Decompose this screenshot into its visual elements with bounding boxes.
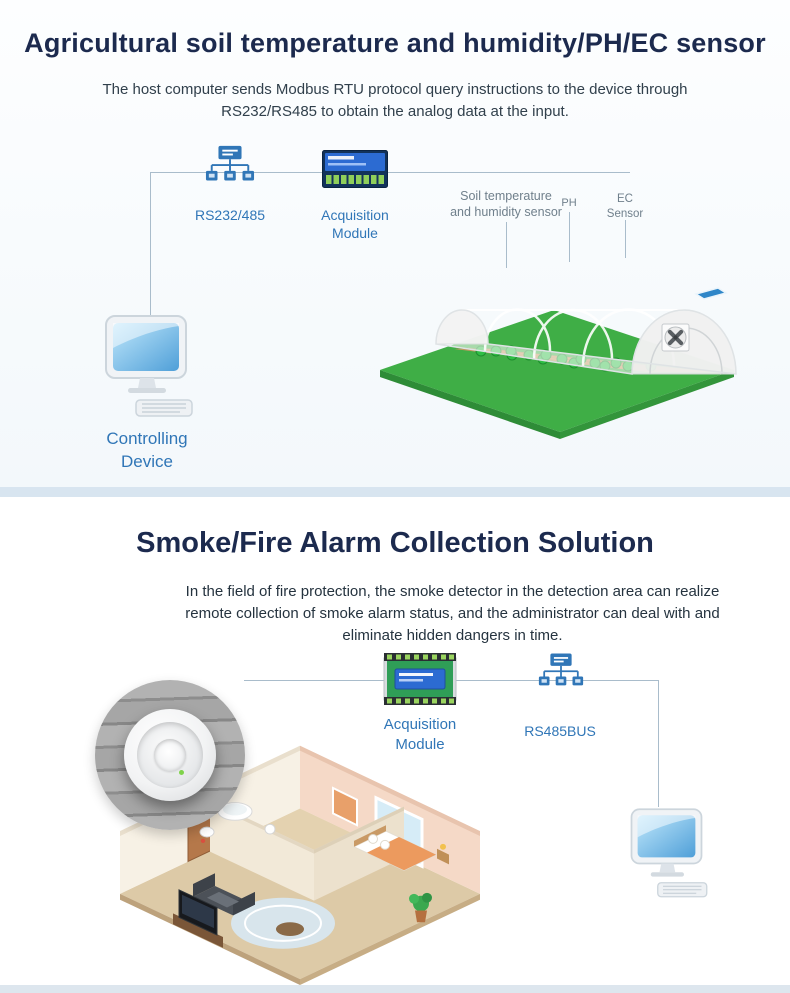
bed <box>352 825 438 871</box>
wall-picture <box>332 786 358 827</box>
connector-line <box>625 220 626 258</box>
connector-line <box>506 222 507 268</box>
ph-label: PH <box>561 197 577 209</box>
acquisition-module-image <box>383 652 457 711</box>
agriculture-sensor-section: Agricultural soil temperature and humidi… <box>0 0 790 487</box>
ventilation-fan-icon <box>661 323 690 352</box>
section-divider <box>0 487 790 497</box>
controlling-device-image <box>102 314 198 423</box>
footer-band <box>0 985 790 993</box>
acquisition-module-label: Acquisition Module <box>383 716 457 753</box>
agriculture-section-title: Agricultural soil temperature and humidi… <box>24 28 766 58</box>
connector-line <box>658 680 659 807</box>
tv-unit <box>173 889 223 948</box>
connector-line <box>150 172 151 318</box>
smoke-detector-photo <box>95 680 245 830</box>
room-illustration <box>115 735 485 985</box>
rs485bus-icon <box>538 652 584 699</box>
acquisition-module-image <box>322 150 388 193</box>
smoke-section-description: In the field of fire protection, the smo… <box>185 583 720 644</box>
acquisition-module-label: Acquisition Module <box>321 207 389 242</box>
smoke-alarm-section: Smoke/Fire Alarm Collection Solution In … <box>0 497 790 985</box>
rs485bus-label: RS485BUS <box>524 723 596 739</box>
house-plant <box>409 892 432 923</box>
rs232-485-icon <box>205 144 255 195</box>
greenhouse-illustration <box>362 252 742 440</box>
controlling-device-label: Controlling Device <box>106 429 188 471</box>
rs232-485-label: RS232/485 <box>194 207 266 223</box>
sofa <box>193 873 255 916</box>
connector-line <box>569 212 570 262</box>
detector-led <box>179 769 185 775</box>
monitoring-computer-image <box>628 807 712 904</box>
smoke-section-title: Smoke/Fire Alarm Collection Solution <box>136 527 654 559</box>
connector-line <box>150 172 630 173</box>
ec-sensor-label: EC Sensor <box>606 193 644 220</box>
roof-vent-icon <box>694 287 728 300</box>
smoke-detector <box>124 709 216 801</box>
agriculture-section-description: The host computer sends Modbus RTU proto… <box>102 81 688 120</box>
soil-sensor-label: Soil temperature and humidity sensor <box>450 189 562 220</box>
